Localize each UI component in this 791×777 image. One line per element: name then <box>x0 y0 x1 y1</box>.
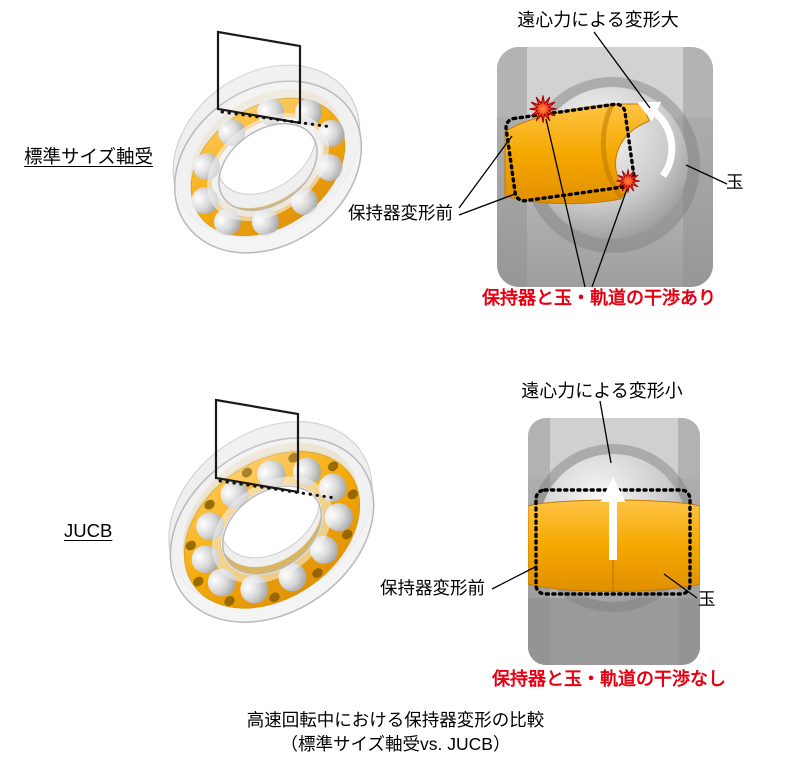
annotation-cage-before-standard: 保持器変形前 <box>348 203 453 223</box>
annotation-deformation-standard: 遠心力による変形大 <box>517 10 679 30</box>
annotation-interference-jucb: 保持器と玉・軌道の干渉なし <box>492 669 726 689</box>
caption-line2: （標準サイズ軸受vs. JUCB） <box>280 734 511 754</box>
cage-rivet-holes-jucb <box>185 452 358 606</box>
deformation-arrow-icon-standard <box>637 101 676 179</box>
section-trace-standard <box>220 110 334 129</box>
leader-lines <box>458 31 728 599</box>
annotation-ball-standard: 玉 <box>726 172 744 192</box>
label-standard-bearing: 標準サイズ軸受 <box>24 146 153 167</box>
section-detail-jucb <box>528 418 700 665</box>
bearing-3d-standard <box>172 30 363 254</box>
section-detail-standard <box>497 47 713 287</box>
annotation-cage-before-jucb: 保持器変形前 <box>380 578 485 598</box>
figure-caption: 高速回転中における保持器変形の比較 （標準サイズ軸受vs. JUCB） <box>0 708 791 756</box>
annotation-interference-standard: 保持器と玉・軌道の干渉あり <box>482 288 716 308</box>
cage-original-outline-standard <box>504 102 636 203</box>
label-jucb-bearing: JUCB <box>64 520 113 541</box>
cutting-plane-jucb <box>214 398 300 494</box>
caption-line1: 高速回転中における保持器変形の比較 <box>246 710 545 730</box>
annotation-ball-jucb: 玉 <box>698 589 716 609</box>
section-trace-jucb <box>218 479 337 500</box>
annotation-deformation-jucb: 遠心力による変形小 <box>521 381 683 401</box>
bearing-3d-jucb <box>168 398 375 623</box>
cutting-plane-standard <box>216 30 302 125</box>
